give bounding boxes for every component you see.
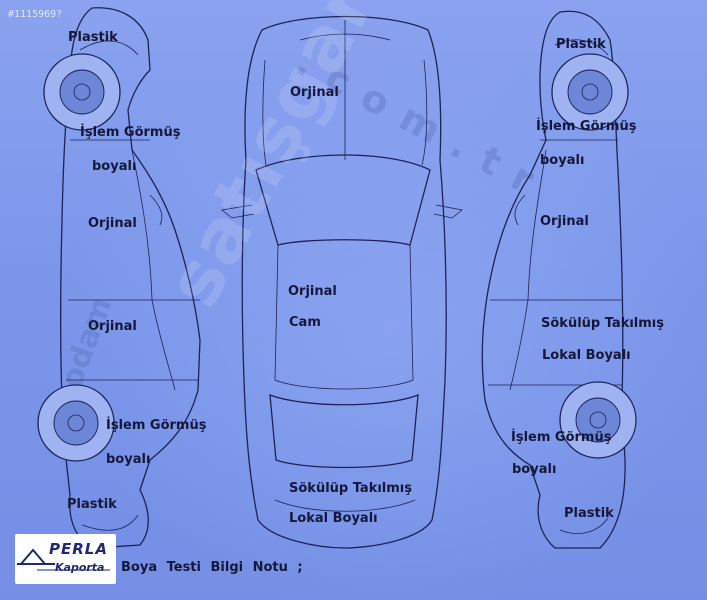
listing-id: #1115969?	[8, 9, 63, 20]
hood-label: Orjinal	[290, 85, 339, 100]
footer-note: Boya Testi Bilgi Notu ;	[121, 560, 303, 575]
right-front-door-label: Orjinal	[540, 214, 589, 229]
top-view-car-outline	[221, 15, 463, 549]
left-rear-door-label: Orjinal	[88, 319, 137, 334]
right-side-car-outline	[481, 10, 637, 549]
perla-logo-mark	[17, 548, 110, 571]
roof-label-2: Cam	[289, 315, 321, 330]
left-front-fender-label-1: İşlem Görmüş	[80, 125, 181, 140]
right-rear-door-label-1: Sökülüp Takılmış	[541, 316, 664, 331]
left-side-car-outline	[37, 7, 201, 549]
right-front-bumper-label: Plastik	[556, 37, 606, 52]
left-front-fender-label-2: boyalı	[92, 159, 137, 174]
logo-brand: PERLA	[49, 540, 108, 558]
left-rear-fender-label-1: İşlem Görmüş	[106, 418, 207, 433]
left-rear-bumper-label: Plastik	[67, 497, 117, 512]
left-front-door-label: Orjinal	[88, 216, 137, 231]
roof-label-1: Orjinal	[288, 284, 337, 299]
right-rear-door-label-2: Lokal Boyalı	[542, 348, 631, 363]
perla-logo: PERLA Kaporta	[15, 534, 116, 584]
trunk-label-2: Lokal Boyalı	[289, 511, 378, 526]
left-front-bumper-label: Plastik	[68, 30, 118, 45]
right-rear-fender-label-2: boyalı	[512, 462, 557, 477]
right-front-fender-label-2: boyalı	[540, 153, 585, 168]
left-rear-fender-label-2: boyalı	[106, 452, 151, 467]
right-front-fender-label-1: İşlem Görmüş	[536, 119, 637, 134]
trunk-label-1: Sökülüp Takılmış	[289, 481, 412, 496]
logo-sub: Kaporta	[55, 561, 105, 574]
right-rear-fender-label-1: İşlem Görmüş	[511, 430, 612, 445]
right-rear-bumper-label: Plastik	[564, 506, 614, 521]
